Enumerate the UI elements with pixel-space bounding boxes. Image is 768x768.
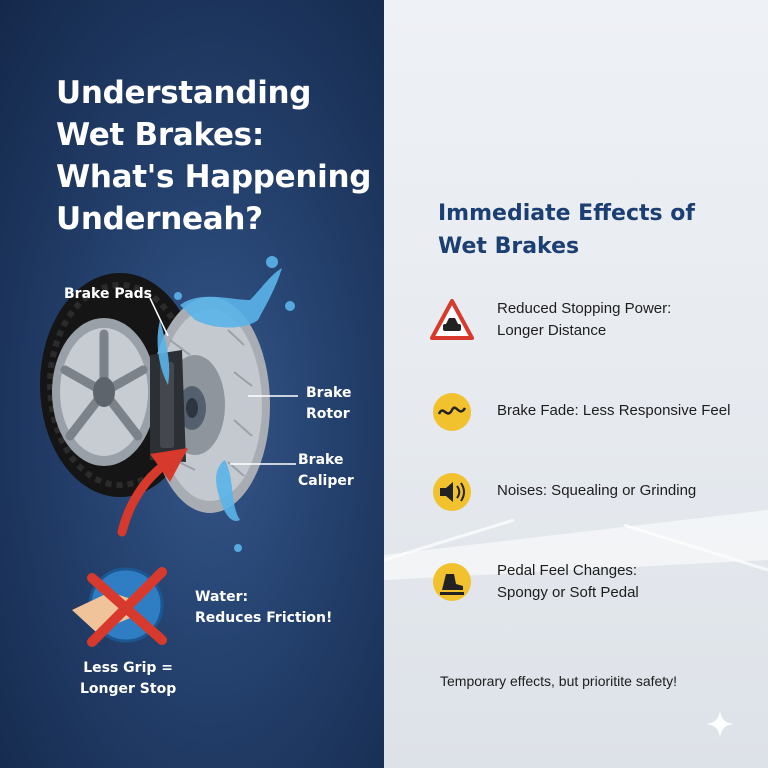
sparkle-icon <box>706 710 734 738</box>
effect-line: Spongy or Soft Pedal <box>497 584 639 601</box>
label-line: Reduces Friction! <box>195 610 333 626</box>
brake-caliper-illustration <box>150 350 186 462</box>
effects-title: Immediate Effects of Wet Brakes <box>438 197 738 263</box>
water-splash <box>157 256 295 552</box>
effect-line: Longer Distance <box>497 322 607 339</box>
label-line: Water: <box>195 589 249 605</box>
label-leader-lines <box>149 297 298 465</box>
label-brake-caliper: Brake Caliper <box>298 450 354 492</box>
label-water: Water: Reduces Friction! <box>195 587 332 629</box>
title-line: Wet Brakes <box>438 234 580 259</box>
effect-line: Reduced Stopping Power: <box>497 300 672 317</box>
label-brake-pads: Brake Pads <box>64 286 153 302</box>
road-background <box>384 510 768 580</box>
title-line: Immediate Effects of <box>438 201 695 226</box>
effect-line: Pedal Feel Changes: <box>497 562 638 579</box>
effect-line: Noises: Squealing or Grinding <box>497 482 697 499</box>
footer-note: Temporary effects, but prioritite safety… <box>440 673 678 689</box>
effect-text: Brake Fade: Less Responsive Feel <box>497 400 757 422</box>
title-line: Understanding <box>56 75 312 111</box>
label-line: Brake <box>298 452 344 468</box>
noise-speaker-icon <box>433 473 471 511</box>
effect-line: Brake Fade: Less Responsive Feel <box>497 402 731 419</box>
label-brake-rotor: Brake Rotor <box>306 383 351 425</box>
effect-item-stopping-power: Reduced Stopping Power: Longer Distance <box>430 298 750 358</box>
effect-text: Pedal Feel Changes: Spongy or Soft Pedal <box>497 560 757 604</box>
label-line: Rotor <box>306 406 350 422</box>
title-line: Wet Brakes: <box>56 117 264 153</box>
left-panel: Understanding Wet Brakes: What's Happeni… <box>0 0 384 768</box>
no-grip-icon <box>72 567 167 647</box>
label-line: Caliper <box>298 473 354 489</box>
right-panel <box>384 0 768 768</box>
label-line: Less Grip = <box>83 660 173 676</box>
warning-car-icon <box>430 299 474 340</box>
title-line: What's Happening <box>56 159 372 195</box>
effect-item-noises: Noises: Squealing or Grinding <box>430 470 750 530</box>
effect-item-pedal-feel: Pedal Feel Changes: Spongy or Soft Pedal <box>430 560 750 620</box>
title-line: Underneah? <box>56 201 263 237</box>
effect-text: Reduced Stopping Power: Longer Distance <box>497 298 757 342</box>
label-line: Longer Stop <box>80 681 177 697</box>
brake-fade-icon <box>433 393 471 431</box>
effect-text: Noises: Squealing or Grinding <box>497 480 757 502</box>
label-less-grip: Less Grip = Longer Stop <box>80 658 176 700</box>
brake-illustration <box>40 256 298 647</box>
main-title: Understanding Wet Brakes: What's Happeni… <box>56 72 376 240</box>
label-line: Brake <box>306 385 352 401</box>
effect-item-brake-fade: Brake Fade: Less Responsive Feel <box>430 390 750 450</box>
red-arrow-icon <box>117 448 188 537</box>
pedal-icon <box>433 563 471 601</box>
